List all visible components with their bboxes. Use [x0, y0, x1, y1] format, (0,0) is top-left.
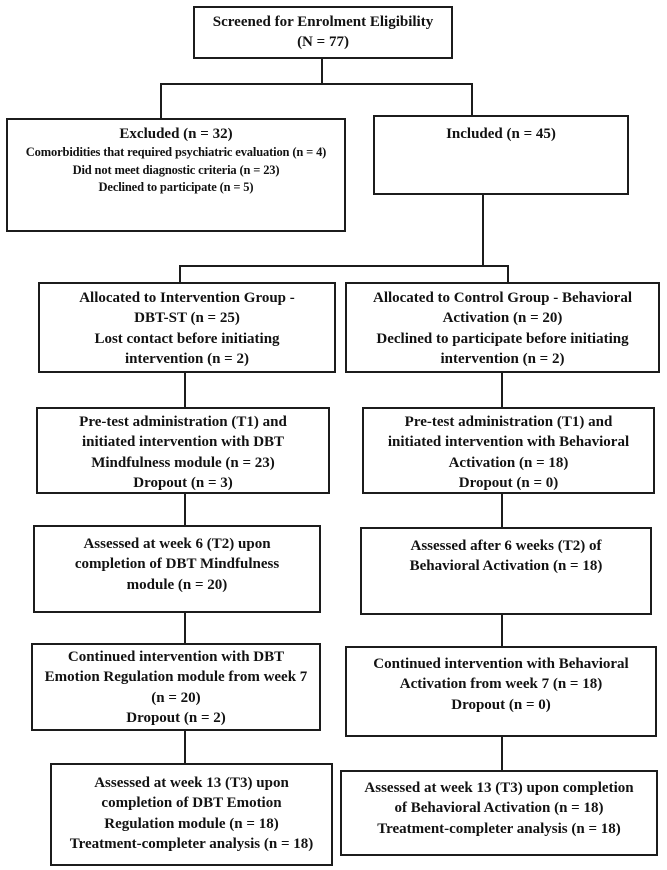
- alloc-intervention-line: intervention (n = 2): [125, 351, 249, 368]
- connector-to-included: [471, 83, 473, 115]
- continued-intervention-line: Emotion Regulation module from week 7: [44, 669, 308, 686]
- box-week13-control: Assessed at week 13 (T3) upon completion…: [340, 770, 658, 856]
- week6-intervention-line: module (n = 20): [126, 576, 228, 593]
- alloc-control-line: Allocated to Control Group - Behavioral: [372, 290, 633, 306]
- continued-control-line: Continued intervention with Behavioral: [373, 656, 629, 672]
- connector-to-excluded: [160, 83, 162, 118]
- continued-intervention-line: (n = 20): [151, 689, 201, 706]
- week6-control-line: Assessed after 6 weeks (T2) of: [410, 538, 602, 554]
- box-week13-intervention: Assessed at week 13 (T3) upon completion…: [50, 763, 333, 866]
- connector-screened-split: [160, 83, 473, 85]
- connector-to-intervention: [179, 265, 181, 282]
- screened-line: Screened for Enrolment Eligibility: [212, 14, 434, 30]
- box-pretest-intervention: Pre-test administration (T1) and initiat…: [36, 407, 330, 494]
- box-week6-control: Assessed after 6 weeks (T2) of Behaviora…: [360, 527, 652, 615]
- pretest-control-line: Activation (n = 18): [448, 454, 569, 471]
- alloc-intervention-line: Lost contact before initiating: [94, 330, 280, 347]
- connector-right-3: [501, 615, 503, 646]
- excluded-header: Excluded (n = 32): [119, 126, 233, 142]
- box-allocated-intervention: Allocated to Intervention Group - DBT-ST…: [38, 282, 336, 373]
- connector-right-4: [501, 737, 503, 770]
- alloc-control-line: intervention (n = 2): [440, 351, 565, 368]
- week13-control-line: of Behavioral Activation (n = 18): [394, 800, 604, 817]
- pretest-intervention-line: Pre-test administration (T1) and: [79, 414, 287, 430]
- pretest-control-line: Pre-test administration (T1) and: [404, 414, 613, 430]
- week6-intervention-line: completion of DBT Mindfulness: [74, 556, 280, 573]
- connector-left-1: [184, 373, 186, 407]
- box-included: Included (n = 45): [373, 115, 629, 195]
- pretest-intervention-line: Mindfulness module (n = 23): [91, 454, 275, 471]
- connector-included-down: [482, 195, 484, 267]
- excluded-reason-criteria: Did not meet diagnostic criteria (n = 23…: [72, 162, 280, 177]
- excluded-reason-declined: Declined to participate (n = 5): [98, 179, 254, 194]
- pretest-control-line: Dropout (n = 0): [458, 475, 559, 492]
- week13-intervention-line: Assessed at week 13 (T3) upon: [94, 775, 289, 791]
- week6-control-line: Behavioral Activation (n = 18): [409, 558, 603, 575]
- connector-screened-down: [321, 58, 323, 85]
- box-pretest-control: Pre-test administration (T1) and initiat…: [362, 407, 655, 494]
- alloc-intervention-line: DBT-ST (n = 25): [134, 310, 240, 327]
- continued-intervention-line: Continued intervention with DBT: [67, 649, 285, 665]
- week13-intervention-line: completion of DBT Emotion: [101, 795, 282, 812]
- alloc-control-line: Activation (n = 20): [442, 310, 563, 327]
- week13-control-line: Assessed at week 13 (T3) upon completion: [364, 780, 634, 796]
- pretest-intervention-line: initiated intervention with DBT: [81, 434, 285, 451]
- box-excluded: Excluded (n = 32) Comorbidities that req…: [6, 118, 346, 232]
- continued-intervention-line: Dropout (n = 2): [126, 710, 226, 727]
- alloc-control-line: Declined to participate before initiatin…: [376, 330, 629, 347]
- connector-to-control: [507, 265, 509, 282]
- box-continued-intervention: Continued intervention with DBT Emotion …: [31, 643, 321, 731]
- alloc-intervention-line: Allocated to Intervention Group -: [79, 290, 295, 306]
- box-continued-control: Continued intervention with Behavioral A…: [345, 646, 657, 737]
- box-allocated-control: Allocated to Control Group - Behavioral …: [345, 282, 660, 373]
- connector-left-4: [184, 731, 186, 763]
- week13-control-line: Treatment-completer analysis (n = 18): [377, 820, 621, 837]
- box-screened: Screened for Enrolment Eligibility (N = …: [193, 6, 453, 59]
- week13-intervention-line: Treatment-completer analysis (n = 18): [69, 836, 314, 853]
- pretest-control-line: initiated intervention with Behavioral: [387, 434, 630, 451]
- week13-intervention-line: Regulation module (n = 18): [104, 815, 279, 832]
- connector-left-3: [184, 613, 186, 643]
- connector-allocation-split: [179, 265, 509, 267]
- included-line: Included (n = 45): [446, 126, 556, 142]
- pretest-intervention-line: Dropout (n = 3): [133, 475, 233, 492]
- connector-right-2: [501, 494, 503, 527]
- connector-right-1: [501, 373, 503, 407]
- continued-control-line: Dropout (n = 0): [451, 696, 551, 713]
- connector-left-2: [184, 494, 186, 525]
- excluded-reason-comorbidities: Comorbidities that required psychiatric …: [25, 145, 327, 160]
- continued-control-line: Activation from week 7 (n = 18): [399, 676, 603, 693]
- box-week6-intervention: Assessed at week 6 (T2) upon completion …: [33, 525, 321, 613]
- week6-intervention-line: Assessed at week 6 (T2) upon: [83, 536, 271, 552]
- screened-count: (N = 77): [297, 34, 349, 51]
